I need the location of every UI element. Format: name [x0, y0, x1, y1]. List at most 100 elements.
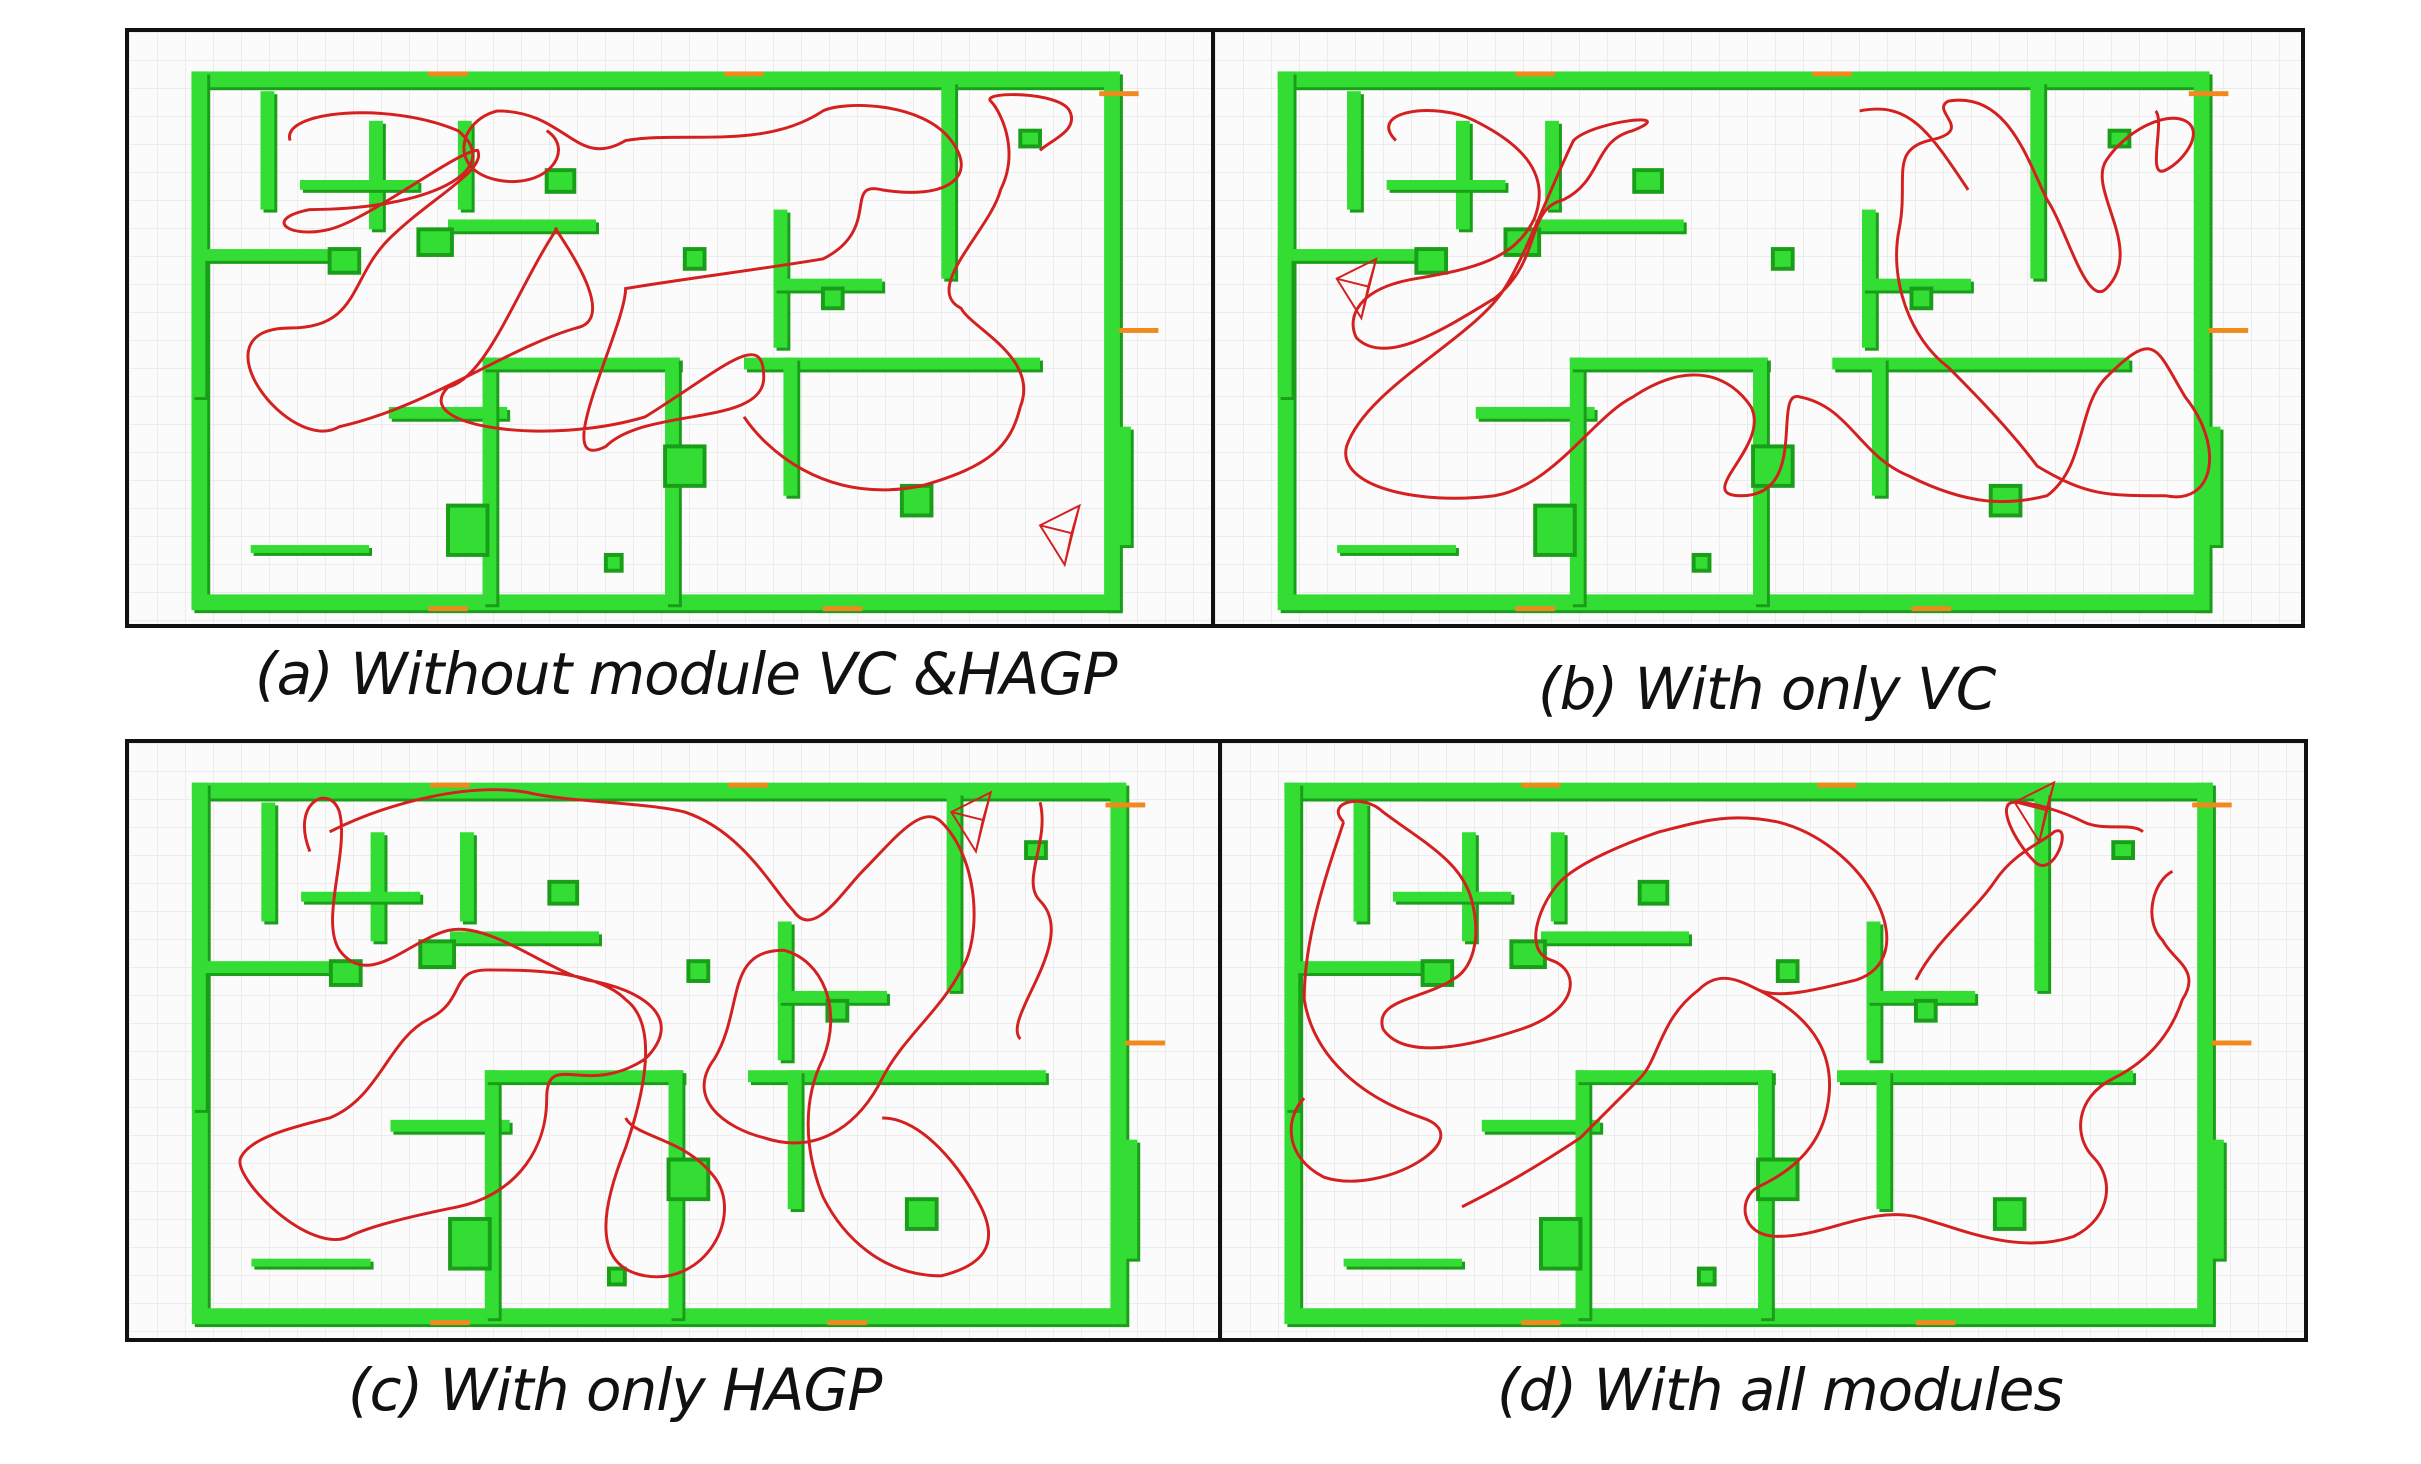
wall-segment	[260, 91, 275, 210]
wall-segment	[1535, 219, 1684, 232]
obstacle-block	[663, 444, 707, 488]
wall-edge-speckle	[827, 1320, 868, 1326]
wall-segment	[2034, 792, 2049, 991]
walls-b	[1277, 71, 2249, 614]
camera-frustum-shape	[949, 790, 993, 855]
panel-c-map	[125, 739, 1222, 1342]
wall-segment	[300, 180, 419, 190]
obstacle-block	[904, 1197, 939, 1231]
wall-segment	[1284, 961, 1433, 974]
wall-segment	[482, 357, 497, 605]
wall-segment	[1569, 357, 1768, 370]
obstacle-block	[1751, 444, 1795, 488]
wall-segment	[251, 1258, 371, 1267]
wall-edge-speckle	[1118, 328, 1159, 333]
wall-segment	[747, 1070, 1046, 1083]
occupancy-map-c	[191, 782, 1166, 1328]
caption-b: (b) With only VC	[1538, 655, 1996, 723]
wall-segment	[482, 357, 680, 370]
wall-edge-speckle	[1817, 782, 1857, 788]
wall-segment	[941, 81, 956, 279]
wall-segment	[1462, 832, 1476, 942]
wall-segment	[1481, 1119, 1601, 1132]
trajectory-d	[1289, 799, 2191, 1245]
wall-segment	[1545, 120, 1559, 210]
wall-edge-speckle	[428, 606, 468, 612]
obstacle-block	[1420, 959, 1455, 987]
wall-segment	[1575, 1070, 1773, 1083]
caption-c: (c) With only HAGP	[348, 1356, 882, 1424]
obstacle-block	[1770, 247, 1795, 271]
camera-frustum-icon	[1038, 503, 1081, 568]
wall-segment	[773, 278, 883, 291]
wall-segment	[2211, 1139, 2224, 1259]
walls-a	[191, 71, 1159, 614]
wall-edge-speckle	[2188, 91, 2229, 97]
wall-edge-speckle	[1515, 606, 1555, 612]
obstacle-block	[666, 1157, 711, 1202]
wall-segment	[1353, 802, 1368, 922]
wall-edge-speckle	[1915, 1320, 1956, 1326]
occupancy-map-b	[1277, 71, 2249, 614]
wall-segment	[390, 1119, 510, 1132]
obstacle-block	[1632, 168, 1664, 194]
wall-segment	[1550, 832, 1565, 922]
camera-frustum-icon	[949, 790, 993, 855]
wall-segment	[1866, 921, 1881, 1061]
wall-segment	[2197, 782, 2213, 1325]
wall-segment	[191, 971, 206, 1110]
occupancy-map-d	[1284, 780, 2252, 1328]
obstacle-block	[1913, 998, 1938, 1023]
wall-segment	[1277, 249, 1427, 261]
trajectory-a	[246, 93, 1073, 492]
wall-edge-speckle	[724, 71, 764, 77]
occupancy-map-a	[191, 71, 1159, 614]
wall-edge-speckle	[430, 1320, 470, 1326]
obstacle-block	[1992, 1197, 2027, 1231]
wall-edge-speckle	[428, 71, 468, 77]
wall-segment	[370, 832, 385, 942]
caption-a: (a) Without module VC &HAGP	[255, 640, 1117, 708]
wall-segment	[1284, 1308, 2212, 1325]
obstacle-block	[606, 1266, 627, 1287]
wall-segment	[1343, 1258, 1463, 1267]
wall-segment	[1277, 71, 2209, 88]
wall-edge-speckle	[822, 606, 863, 612]
wall-segment	[1277, 594, 2209, 611]
wall-segment	[191, 71, 1119, 88]
wall-segment	[1284, 782, 2212, 799]
wall-segment	[191, 961, 341, 974]
wall-segment	[1337, 545, 1456, 553]
wall-segment	[2193, 71, 2210, 611]
wall-segment	[744, 357, 1040, 370]
wall-segment	[783, 357, 798, 496]
wall-segment	[1540, 931, 1689, 944]
wall-segment	[1837, 1070, 2134, 1083]
wall-edge-speckle	[1515, 71, 1555, 77]
wall-segment	[1347, 91, 1361, 210]
trajectory-c	[238, 788, 1053, 1279]
wall-edge-speckle	[728, 782, 768, 788]
obstacle-block	[603, 552, 624, 573]
wall-segment	[1575, 1070, 1590, 1319]
obstacle-block	[1637, 879, 1670, 906]
obstacle-block	[547, 879, 580, 906]
wall-edge-speckle	[2208, 328, 2249, 333]
obstacle-block	[327, 247, 362, 275]
wall-segment	[191, 782, 1126, 799]
wall-segment	[191, 594, 1119, 611]
wall-segment	[1110, 782, 1127, 1325]
wall-segment	[2208, 426, 2221, 546]
obstacle-block	[328, 959, 363, 987]
obstacle-block	[1696, 1266, 1717, 1287]
wall-segment	[250, 545, 370, 553]
wall-segment	[1125, 1139, 1138, 1259]
obstacle-block	[2107, 128, 2132, 149]
wall-edge-speckle	[1521, 1320, 1561, 1326]
obstacle-block	[2111, 840, 2135, 861]
wall-segment	[1386, 180, 1506, 190]
wall-segment	[777, 921, 792, 1061]
wall-segment	[1118, 426, 1131, 546]
wall-segment	[1861, 278, 1971, 291]
obstacle-block	[448, 1217, 492, 1271]
